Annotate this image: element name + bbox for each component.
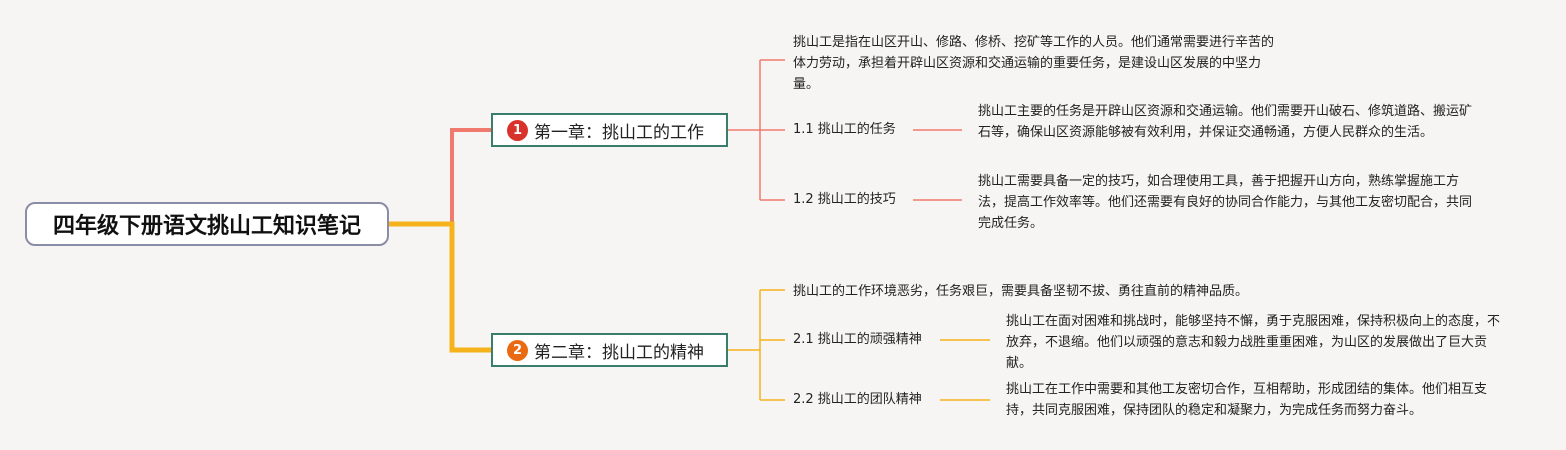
chapter-2-number-badge: 2	[507, 339, 528, 361]
chapter-2-intro: 挑山工的工作环境恶劣，任务艰巨，需要具备坚韧不拔、勇往直前的精神品质。	[793, 284, 1249, 299]
section-2-2-detail: 挑山工在工作中需要和其他工友密切合作，互相帮助，形成团结的集体。他们相互支持，共…	[1006, 382, 1488, 418]
section-1-2-label[interactable]: 1.2 挑山工的技巧	[793, 192, 896, 207]
chapter-1-intro: 挑山工是指在山区开山、修路、修桥、挖矿等工作的人员。他们通常需要进行辛苦的体力劳…	[793, 35, 1275, 92]
chapter-2-node[interactable]: 2 第二章：挑山工的精神	[491, 333, 728, 367]
chapter-1-node[interactable]: 1 第一章：挑山工的工作	[491, 113, 728, 147]
section-2-2-label[interactable]: 2.2 挑山工的团队精神	[793, 392, 922, 407]
root-topic[interactable]: 四年级下册语文挑山工知识笔记	[25, 202, 389, 246]
section-1-1-label[interactable]: 1.1 挑山工的任务	[793, 122, 896, 137]
section-1-1-detail: 挑山工主要的任务是开辟山区资源和交通运输。他们需要开山破石、修筑道路、搬运矿石等…	[978, 104, 1473, 140]
chapter-1-number-badge: 1	[507, 119, 528, 141]
root-title: 四年级下册语文挑山工知识笔记	[52, 214, 361, 239]
section-2-1-detail: 挑山工在面对困难和挑战时，能够坚持不懈，勇于克服困难，保持积极向上的态度，不放弃…	[1006, 314, 1501, 371]
chapter-2-title: 第二章：挑山工的精神	[534, 342, 704, 363]
chapter-1-title: 第一章：挑山工的工作	[534, 122, 704, 143]
section-2-1-label[interactable]: 2.1 挑山工的顽强精神	[793, 332, 922, 347]
section-1-2-detail: 挑山工需要具备一定的技巧，如合理使用工具，善于把握开山方向，熟练掌握施工方法，提…	[978, 174, 1473, 231]
